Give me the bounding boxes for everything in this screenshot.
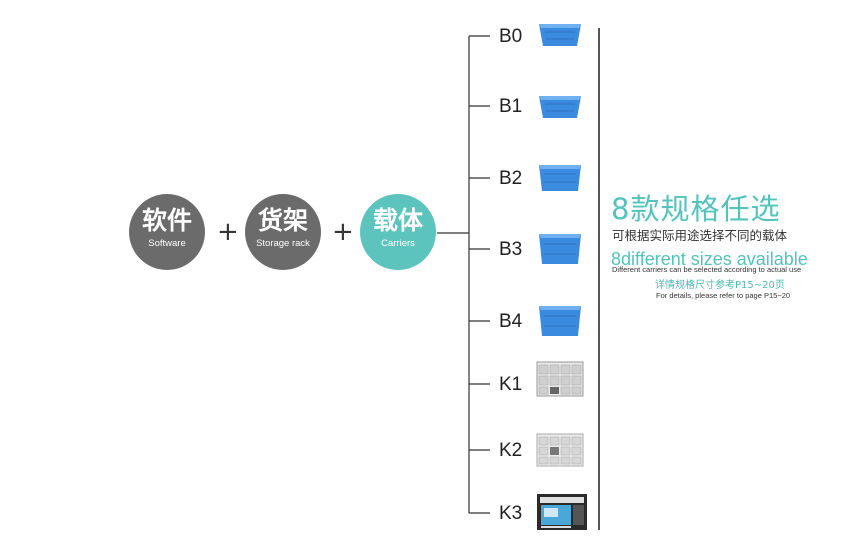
branch-label-k1: K1 (499, 374, 523, 395)
blue-crate-icon (539, 96, 581, 118)
info-title: 8款规格任选 (611, 192, 781, 226)
info-detail-cn: 详情规格尺寸参考P15~20页 (655, 280, 785, 291)
branch-label-b4: B4 (499, 311, 523, 332)
info-detail-en: For details, please refer to page P15~20 (656, 291, 791, 300)
carriers-node-en: Carriers (381, 238, 415, 249)
carriers-node-cn: 载体 (372, 206, 423, 235)
branch-label-b2: B2 (499, 168, 523, 189)
carriers-node: 载体 Carriers (360, 194, 436, 270)
branch-label-k2: K2 (499, 440, 523, 461)
vertical-divider (598, 28, 600, 530)
info-en-title-number: 8 (611, 249, 622, 269)
blue-crate-icon (539, 24, 581, 46)
branch-label-k3: K3 (499, 503, 523, 524)
branch-label-b0: B0 (499, 26, 523, 47)
kiosk-cabinet-icon (537, 494, 587, 530)
blue-crate-icon (539, 165, 581, 191)
storage-rack-node-cn: 货架 (257, 206, 308, 235)
storage-cabinet-icon (536, 433, 584, 467)
software-node: 软件 Software (129, 194, 205, 270)
branch-label-b1: B1 (499, 96, 523, 117)
plus-sign-1: + (217, 217, 239, 247)
storage-rack-node-en: Storage rack (256, 238, 310, 249)
software-node-cn: 软件 (141, 206, 192, 235)
info-en-subtitle: Different carriers can be selected accor… (612, 265, 802, 274)
info-en-title-text: different sizes available (621, 249, 808, 269)
info-subtitle: 可根据实际用途选择不同的载体 (612, 228, 788, 243)
info-en-title: 8different sizes available (611, 249, 808, 269)
blue-crate-icon (539, 234, 581, 264)
plus-sign-2: + (332, 217, 354, 247)
software-node-en: Software (148, 238, 186, 249)
storage-rack-node: 货架 Storage rack (245, 194, 321, 270)
storage-cabinet-icon (536, 361, 584, 397)
branch-label-b3: B3 (499, 239, 523, 260)
blue-crate-icon (539, 306, 581, 336)
